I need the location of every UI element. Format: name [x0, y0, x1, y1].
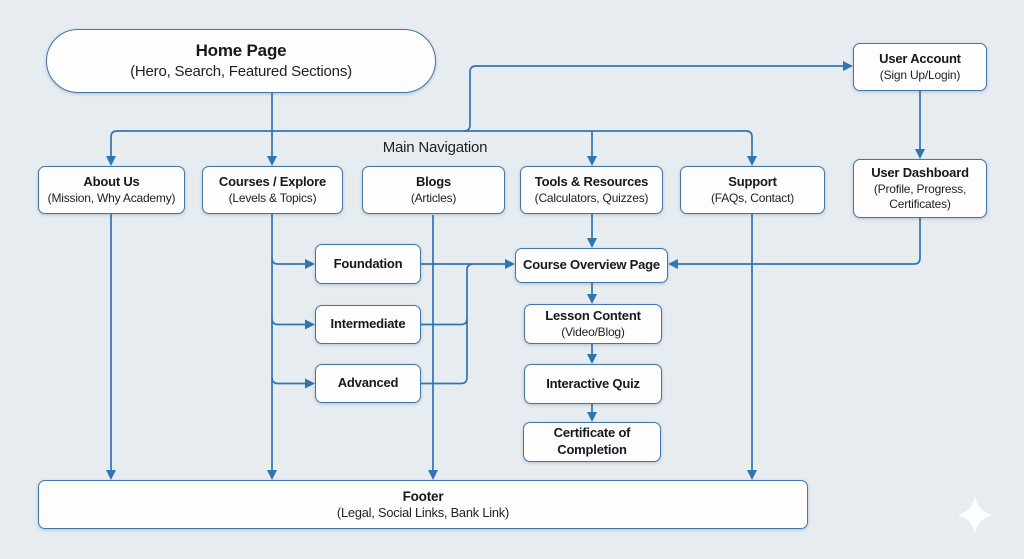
node-subtitle: (Legal, Social Links, Bank Link): [336, 505, 510, 521]
node-title: About Us: [83, 173, 140, 189]
node-courses-explore: Courses / Explore (Levels & Topics): [202, 166, 343, 214]
node-support: Support (FAQs, Contact): [680, 166, 825, 214]
node-blogs: Blogs (Articles): [362, 166, 505, 214]
node-subtitle: (Profile, Progress, Certificates): [873, 181, 967, 211]
node-subtitle: (Hero, Search, Featured Sections): [130, 63, 352, 81]
node-subtitle: (Mission, Why Academy): [47, 190, 176, 205]
node-title: Intermediate: [330, 316, 406, 332]
node-advanced: Advanced: [315, 364, 421, 403]
node-user-dashboard: User Dashboard (Profile, Progress, Certi…: [853, 159, 987, 218]
node-subtitle: (Video/Blog): [561, 324, 625, 339]
node-tools-resources: Tools & Resources (Calculators, Quizzes): [520, 166, 663, 214]
main-navigation-label: Main Navigation: [382, 139, 488, 156]
node-title: Home Page: [195, 41, 287, 61]
node-title: Interactive Quiz: [546, 375, 640, 391]
node-title: Foundation: [333, 255, 403, 271]
node-footer: Footer (Legal, Social Links, Bank Link): [38, 480, 808, 529]
node-about-us: About Us (Mission, Why Academy): [38, 166, 185, 214]
node-title: Courses / Explore: [218, 173, 327, 189]
node-subtitle: (Articles): [410, 190, 457, 205]
node-title: User Dashboard: [871, 164, 969, 180]
sparkle-icon: [958, 496, 992, 534]
node-title: Course Overview Page: [523, 257, 660, 273]
node-lesson-content: Lesson Content (Video/Blog): [524, 304, 662, 344]
node-subtitle: (Levels & Topics): [228, 190, 317, 205]
node-title: Support: [728, 173, 777, 189]
node-title: Lesson Content: [545, 307, 641, 323]
node-title: Advanced: [337, 375, 399, 391]
node-course-overview-page: Course Overview Page: [515, 248, 668, 283]
node-title: Certificate of Completion: [553, 425, 631, 457]
node-title: Footer: [402, 488, 444, 504]
node-title: Tools & Resources: [534, 173, 649, 189]
node-interactive-quiz: Interactive Quiz: [524, 364, 662, 404]
node-title: User Account: [879, 50, 961, 66]
node-certificate-of-completion: Certificate of Completion: [523, 422, 661, 462]
node-title: Blogs: [415, 173, 452, 189]
node-foundation: Foundation: [315, 244, 421, 284]
node-user-account: User Account (Sign Up/Login): [853, 43, 987, 91]
node-home-page: Home Page (Hero, Search, Featured Sectio…: [46, 29, 436, 93]
node-subtitle: (FAQs, Contact): [710, 190, 795, 205]
node-subtitle: (Calculators, Quizzes): [534, 190, 649, 205]
node-intermediate: Intermediate: [315, 305, 421, 344]
node-subtitle: (Sign Up/Login): [879, 67, 961, 82]
